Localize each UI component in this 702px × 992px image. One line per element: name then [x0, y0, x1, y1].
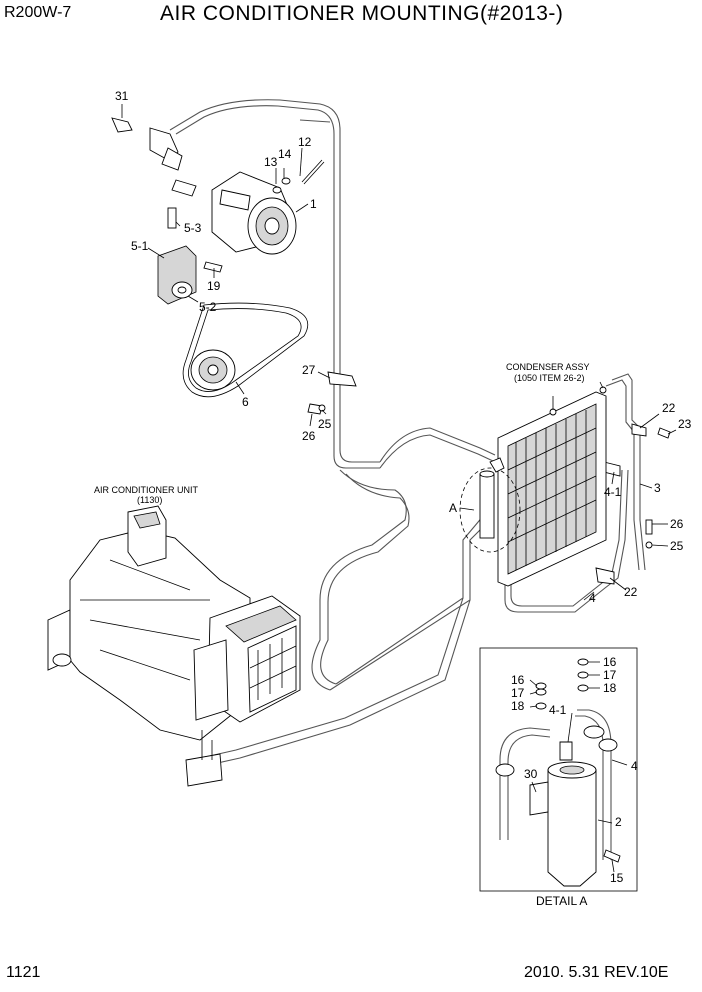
- callout-detail-marker: A: [449, 501, 457, 515]
- condenser-assembly: [497, 381, 607, 587]
- callout-31: 31: [115, 89, 129, 103]
- page-number: 1121: [6, 964, 41, 981]
- detail-callout-4: 4: [631, 759, 638, 773]
- detail-callout-17-right: 17: [603, 668, 617, 682]
- condenser-ref-label: (1050 ITEM 26-2): [514, 373, 585, 383]
- detail-callout-18-right: 18: [603, 681, 617, 695]
- callout-25-left: 25: [318, 417, 332, 431]
- detail-callout-16-right: 16: [603, 655, 617, 669]
- receiver-drier: [459, 457, 521, 553]
- compressor-group: [111, 117, 325, 398]
- callout-5-2: 5-2: [199, 300, 217, 314]
- callout-22-top: 22: [662, 401, 676, 415]
- callout-23: 23: [678, 417, 692, 431]
- condenser-label: CONDENSER ASSY: [506, 362, 590, 372]
- detail-callout-30: 30: [524, 767, 538, 781]
- callout-1: 1: [310, 197, 317, 211]
- ac-unit-label: AIR CONDITIONER UNIT: [94, 485, 199, 495]
- detail-callout-4-1: 4-1: [549, 703, 567, 717]
- callout-26-right: 26: [670, 517, 684, 531]
- callout-6: 6: [242, 395, 249, 409]
- callout-4: 4: [589, 591, 596, 605]
- detail-a-label: DETAIL A: [536, 894, 587, 908]
- detail-callout-17-left: 17: [511, 686, 525, 700]
- model-label: R200W-7: [4, 4, 72, 21]
- detail-callout-16-left: 16: [511, 673, 525, 687]
- ac-unit: [47, 505, 301, 787]
- callout-27: 27: [302, 363, 316, 377]
- detail-callout-15: 15: [610, 871, 624, 885]
- detail-callout-18-left: 18: [511, 699, 525, 713]
- callout-5-1: 5-1: [131, 239, 149, 253]
- callout-26-left: 26: [302, 429, 316, 443]
- callout-12: 12: [298, 135, 312, 149]
- page-title: AIR CONDITIONER MOUNTING(#2013-): [160, 2, 564, 25]
- ac-unit-ref-label: (1130): [137, 495, 162, 505]
- detail-callout-2: 2: [615, 815, 622, 829]
- callout-labels: 31 12 13 14 1 5-3 5-1 19 5-2 6 27 26 25 …: [115, 89, 692, 885]
- callout-13: 13: [264, 155, 278, 169]
- callout-3: 3: [654, 481, 661, 495]
- callout-14: 14: [278, 147, 292, 161]
- callout-25-right: 25: [670, 539, 684, 553]
- callout-4-1: 4-1: [604, 485, 622, 499]
- callout-19: 19: [207, 279, 221, 293]
- clamp-hardware: [307, 371, 671, 585]
- revision-label: 2010. 5.31 REV.10E: [524, 964, 669, 981]
- leader-lines: [121, 104, 677, 873]
- assembly-labels: CONDENSER ASSY (1050 ITEM 26-2) AIR COND…: [94, 362, 590, 908]
- callout-5-3: 5-3: [184, 221, 202, 235]
- callout-22-bottom: 22: [624, 585, 638, 599]
- detail-a-box: [479, 647, 638, 892]
